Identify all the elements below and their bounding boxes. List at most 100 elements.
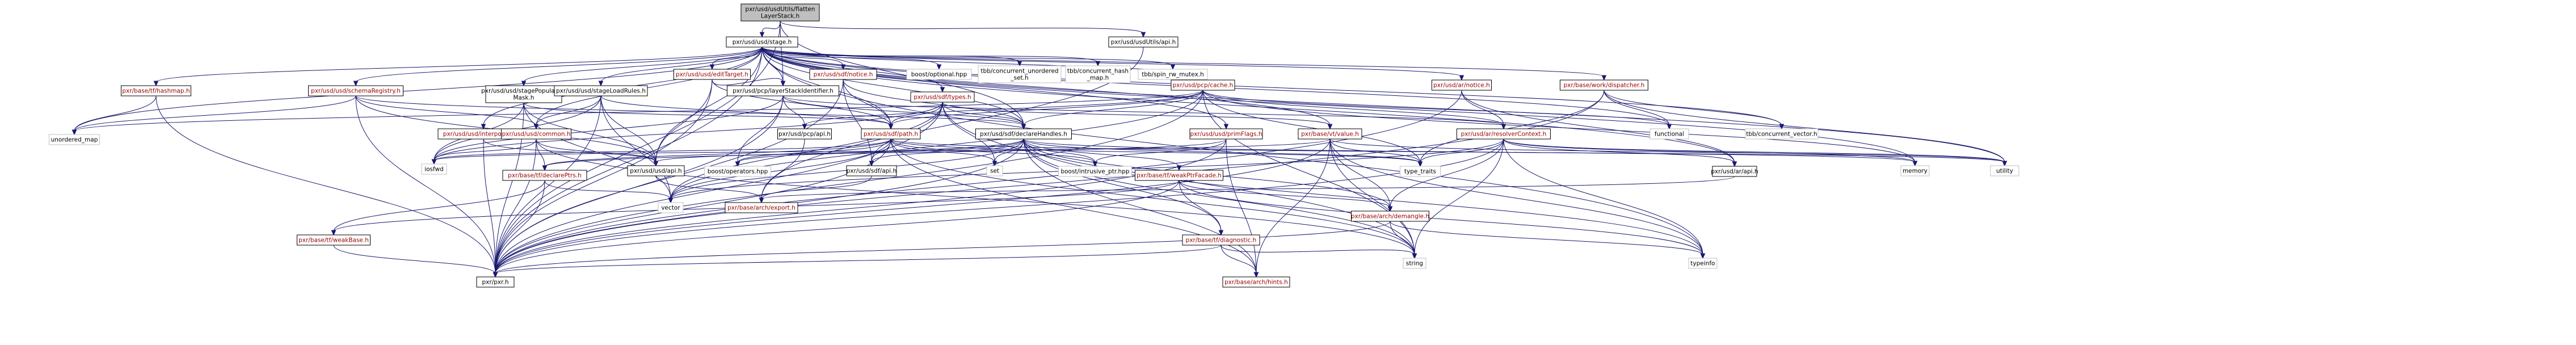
node-label: tbb/concurrent_vector.h [1746, 131, 1817, 138]
node-label: pxr/usd/ar/resolverContext.h [1461, 131, 1547, 138]
node-sdfDeclareHandles[interactable]: pxr/usd/sdf/declareHandles.h [975, 128, 1072, 140]
node-pcpApi[interactable]: pxr/usd/pcp/api.h [777, 128, 832, 140]
edge-tfDeclarePtrs-to-vector [544, 180, 671, 200]
edge-sdfTypes-to-pxrH [495, 102, 943, 274]
node-archExport[interactable]: pxr/base/arch/export.h [725, 202, 798, 213]
edge-arrowhead-arResolverContext-to-arApi [1732, 161, 1737, 167]
edge-sdfNotice-to-sdfPath [843, 79, 891, 126]
edge-archDemangle-to-string [1390, 221, 1415, 255]
node-box [476, 276, 515, 288]
edge-arrowhead-arResolverContext-to-utility [2002, 161, 2007, 167]
edge-vtValue-to-archDemangle [1329, 138, 1391, 208]
node-label: pxr/usd/usd/stage.h [733, 39, 792, 46]
node-label: vector [661, 205, 680, 212]
node-tfWeakPtrFacade[interactable]: pxr/base/tf/weakPtrFacade.h [1135, 170, 1223, 181]
node-pxrH[interactable]: pxr/pxr.h [476, 276, 515, 288]
node-tfDiagnostic[interactable]: pxr/base/tf/diagnostic.h [1182, 234, 1260, 246]
node-box [627, 165, 685, 176]
node-sdfTypes[interactable]: pxr/usd/sdf/types.h [910, 91, 975, 103]
node-iosfwd: iosfwd [421, 163, 447, 175]
edge-stagePopMask-to-sdfPath [523, 102, 891, 126]
edge-arrowhead-tfWeakPtrFacade-to-archDemangle [1387, 206, 1393, 212]
edge-vtValue-to-typeTraits [1329, 138, 1421, 163]
edge-root-to-stage [761, 20, 781, 34]
node-tfDeclarePtrs[interactable]: pxr/base/tf/declarePtrs.h [502, 170, 587, 181]
node-archHints[interactable]: pxr/base/arch/hints.h [1222, 276, 1290, 288]
node-box [501, 128, 571, 140]
edge-pcpLayerStackId-to-boostOperators [737, 95, 784, 163]
node-pcpCache[interactable]: pxr/usd/pcp/cache.h [1171, 79, 1235, 91]
edge-sdfPath-to-boostIntrusive [890, 138, 1096, 163]
edge-sdfDeclareHandles-to-tfWeakPtrFacade [1023, 138, 1180, 167]
edge-pcpCache-to-pxrH [495, 90, 1203, 274]
node-label: pxr/usd/pcp/cache.h [1173, 82, 1234, 89]
node-arResolverContext[interactable]: pxr/usd/ar/resolverContext.h [1457, 128, 1551, 140]
node-label: pxr/usd/ar/api.h [1711, 169, 1758, 175]
node-sdfApi[interactable]: pxr/usd/sdf/api.h [846, 165, 897, 176]
node-label: pxr/base/arch/hints.h [1224, 279, 1288, 286]
node-box [658, 202, 684, 213]
edge-arResolverContext-to-string [1414, 138, 1504, 255]
node-box [49, 134, 100, 145]
node-sdfPath[interactable]: pxr/usd/sdf/path.h [861, 128, 921, 140]
node-label: tbb/concurrent_unordered [980, 68, 1058, 75]
edge-stage-to-sdfDeclareHandles [761, 47, 1024, 126]
node-sdfNotice[interactable]: pxr/usd/sdf/notice.h [809, 69, 877, 80]
edge-arrowhead-sdfDeclareHandles-to-sdfApi [869, 161, 874, 167]
node-archDemangle[interactable]: pxr/base/arch/demangle.h [1351, 211, 1429, 222]
node-vtValue[interactable]: pxr/base/vt/value.h [1298, 128, 1362, 140]
edge-workDispatcher-to-utility [1603, 90, 2005, 163]
edge-tfDiagnostic-to-pxrH [495, 245, 1222, 274]
edge-pcpLayerStackId-to-pcpApi [782, 95, 805, 126]
node-box [986, 165, 1003, 176]
node-arNotice[interactable]: pxr/usd/ar/notice.h [1432, 79, 1492, 91]
edge-stagePopMask-to-usdApi [523, 102, 656, 163]
node-label: utility [1996, 168, 2013, 175]
node-usdUtilsApi[interactable]: pxr/usd/usdUtils/api.h [1108, 36, 1178, 48]
node-stageLoadRules[interactable]: pxr/usd/usd/stageLoadRules.h [554, 85, 648, 96]
node-box [485, 85, 562, 103]
edge-arrowhead-sdfDeclareHandles-to-tfWeakPtrFacade [1176, 165, 1182, 171]
node-label: boost/intrusive_ptr.hpp [1060, 169, 1129, 175]
edge-sdfPath-to-string [890, 138, 1415, 255]
edge-arrowhead-pcpCache-to-unorderedMap [71, 129, 77, 136]
edge-arrowhead-sdfPath-to-iosfwd [431, 159, 437, 165]
node-arApi[interactable]: pxr/usd/ar/api.h [1711, 166, 1758, 177]
node-editTarget[interactable]: pxr/usd/usd/editTarget.h [674, 69, 751, 80]
node-label: set [990, 168, 999, 175]
node-label: pxr/base/tf/weakPtrFacade.h [1137, 172, 1222, 179]
edge-arrowhead-stage-to-stageLoadRules [598, 81, 604, 87]
edge-arrowhead-stageLoadRules-to-usdCommon [533, 124, 539, 130]
node-label: pxr/base/tf/declarePtrs.h [508, 172, 582, 179]
node-usdCommon[interactable]: pxr/usd/usd/common.h [501, 128, 571, 140]
edge-schemaRegistry-to-usdCommon [355, 95, 537, 126]
node-usdApi[interactable]: pxr/usd/usd/api.h [627, 165, 685, 176]
edge-stageLoadRules-to-sdfPath [600, 95, 891, 126]
edge-arrowhead-pcpCache-to-sdfPath [888, 124, 894, 130]
node-label: pxr/pxr.h [482, 279, 509, 286]
edge-tfWeakPtrFacade-to-tfDiagnostic [1178, 180, 1222, 232]
edge-tfDiagnostic-to-archHints [1220, 245, 1257, 274]
node-tfHashmap[interactable]: pxr/base/tf/hashmap.h [121, 85, 191, 96]
node-stage[interactable]: pxr/usd/usd/stage.h [726, 36, 798, 48]
node-primFlags[interactable]: pxr/usd/usd/primFlags.h [1189, 128, 1263, 140]
node-box [1688, 258, 1718, 269]
edge-arResolverContext-to-pxrH [495, 138, 1504, 274]
edge-arrowhead-stage-to-interpolation [481, 124, 486, 130]
edge-schemaRegistry-to-unorderedMap [74, 95, 356, 132]
node-label: pxr/usd/usd/editTarget.h [676, 71, 748, 78]
edge-arResolverContext-to-typeTraits [1420, 138, 1504, 163]
node-boostOperators: boost/operators.hpp [704, 166, 771, 177]
node-utility: utility [1990, 165, 2019, 176]
node-workDispatcher[interactable]: pxr/base/work/dispatcher.h [1560, 79, 1648, 91]
node-tfWeakBase[interactable]: pxr/base/tf/weakBase.h [297, 234, 371, 246]
node-pcpLayerStackId[interactable]: pxr/usd/pcp/layerStackIdentifier.h [727, 85, 839, 96]
node-box [674, 69, 751, 80]
node-schemaRegistry[interactable]: pxr/usd/usd/schemaRegistry.h [308, 85, 403, 96]
edge-arrowhead-stage-to-primFlags [1223, 124, 1229, 130]
edge-sdfNotice-to-sdfApi [843, 79, 872, 163]
